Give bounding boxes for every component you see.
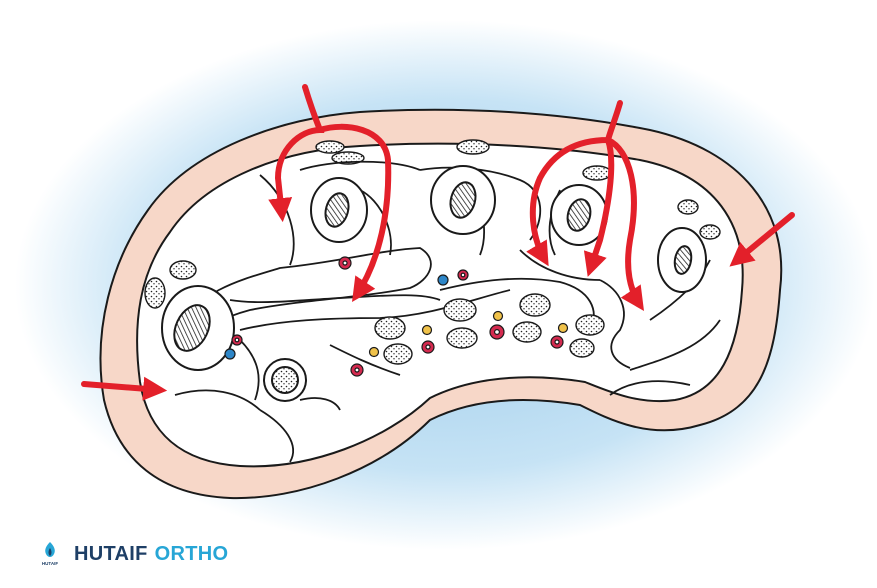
muscle <box>239 339 260 401</box>
artery <box>489 324 505 340</box>
arrow-ulnar <box>729 212 795 267</box>
nerve-bundle <box>169 260 197 280</box>
nerve-bundle <box>677 199 699 215</box>
nerve-bundle <box>315 140 345 154</box>
arrow-dorsal-right-b <box>583 137 615 277</box>
arrow-dorsal-left-b <box>317 123 392 302</box>
vein <box>224 348 236 360</box>
arrow-dorsal-right-a <box>526 100 623 267</box>
muscle <box>439 277 595 331</box>
muscle <box>299 160 421 171</box>
nerve-bundle <box>383 343 413 365</box>
artery <box>350 363 364 377</box>
nerve-bundle <box>446 327 478 349</box>
muscle <box>329 344 401 376</box>
muscle <box>229 294 441 304</box>
arrow-radial <box>81 376 168 401</box>
brand-mark-icon: HUTAIF <box>42 542 58 566</box>
nerve-bundle <box>443 298 477 322</box>
muscle <box>259 409 295 463</box>
nerve-dot <box>557 322 569 334</box>
vein <box>437 274 449 286</box>
tendon <box>161 285 235 371</box>
muscle <box>599 279 631 369</box>
round-nerve-sheath <box>263 358 307 402</box>
nerve-dot <box>421 324 433 336</box>
muscle <box>174 389 261 411</box>
muscle-compartments <box>174 160 721 463</box>
surgical-approach-arrows <box>81 84 795 401</box>
artery <box>338 256 352 270</box>
vessels <box>224 256 569 377</box>
nerve-bundle <box>699 224 721 240</box>
muscle <box>419 166 542 241</box>
nerve-bundle <box>456 139 490 155</box>
artery <box>550 335 564 349</box>
nerve-bundle <box>512 321 542 343</box>
muscle <box>299 397 341 411</box>
nerve-dot <box>492 310 504 322</box>
muscle <box>609 380 691 396</box>
tendon <box>657 227 707 293</box>
tendon <box>430 165 496 235</box>
arrow-dorsal-right-c <box>605 137 644 311</box>
brand-logo: HUTAIF HUTAIF ORTHO <box>36 540 228 568</box>
brand-name-primary: HUTAIF <box>74 542 148 565</box>
artery <box>231 334 243 346</box>
tendons <box>161 165 707 371</box>
artery <box>421 340 435 354</box>
nerve-dot <box>368 346 380 358</box>
muscle <box>629 319 721 371</box>
svg-text:HUTAIF: HUTAIF <box>42 561 58 566</box>
brand-name-secondary: ORTHO <box>154 542 229 565</box>
nerve-bundle <box>582 165 612 181</box>
nerve-bundle <box>569 338 595 358</box>
deep-stippled-bundles <box>374 293 605 365</box>
nerve-bundle <box>575 314 605 336</box>
muscle <box>239 289 511 331</box>
muscle <box>174 247 432 346</box>
tendon <box>550 184 608 246</box>
nerve-bundle <box>374 316 406 340</box>
brand-wordmark: HUTAIF ORTHO <box>74 543 228 566</box>
tendon <box>310 177 368 243</box>
nerve-bundle <box>144 277 166 309</box>
nerve-bundle <box>519 293 551 317</box>
artery <box>457 269 469 281</box>
